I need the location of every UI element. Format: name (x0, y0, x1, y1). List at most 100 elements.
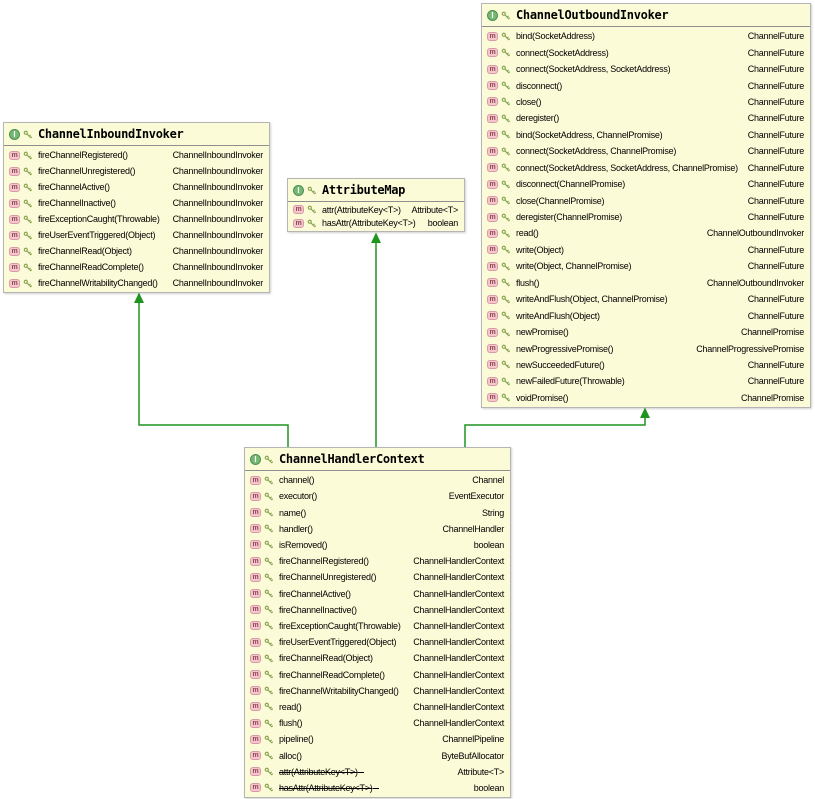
key-icon (264, 605, 273, 614)
method-icon: m (250, 475, 261, 485)
method-return-type: ChannelHandlerContext (413, 620, 504, 631)
class-header[interactable]: I AttributeMap (288, 179, 464, 202)
key-icon (264, 589, 273, 598)
key-icon (23, 247, 32, 255)
method-return-type: ChannelFuture (747, 359, 805, 370)
key-icon (501, 131, 510, 139)
method-icon: m (487, 344, 498, 354)
method-return-type: ChannelFuture (747, 376, 805, 387)
method-name: disconnect() (516, 80, 563, 91)
class-header[interactable]: I ChannelHandlerContext (245, 448, 510, 471)
key-icon (501, 262, 510, 271)
method-return-type: boolean (473, 782, 505, 793)
method-name: attr(AttributeKey<T>) (279, 766, 364, 777)
key-icon (264, 686, 273, 695)
method-icon: m (293, 205, 304, 215)
method-return-type: ChannelHandler (442, 523, 504, 534)
method-name: fireChannelReadComplete() (279, 669, 385, 680)
class-header[interactable]: I ChannelOutboundInvoker (482, 4, 810, 27)
method-icon: m (9, 182, 20, 192)
method-icon: m (487, 228, 498, 238)
key-icon (23, 183, 32, 191)
method-icon: m (9, 278, 20, 288)
method-return-type: ChannelFuture (747, 64, 805, 75)
method-icon: m (250, 621, 261, 631)
edge-line (138, 302, 289, 447)
key-icon (501, 278, 510, 287)
method-name: newFailedFuture(Throwable) (516, 376, 625, 387)
method-name: read() (279, 701, 302, 712)
method-name: channel() (279, 475, 315, 486)
method-name: flush() (279, 718, 303, 729)
method-name: fireChannelReadComplete() (38, 262, 144, 272)
method-icon: m (250, 524, 261, 534)
class-box-channel-handler-context[interactable]: I ChannelHandlerContext m channel() Channe… (244, 447, 511, 798)
class-header[interactable]: I ChannelInboundInvoker (4, 123, 269, 146)
method-return-type: ChannelInboundInvoker (172, 150, 264, 160)
method-return-type: ChannelPipeline (442, 734, 504, 745)
method-name: hasAttr(AttributeKey<T>) (279, 782, 379, 793)
key-icon (264, 654, 273, 663)
key-icon (501, 229, 510, 238)
